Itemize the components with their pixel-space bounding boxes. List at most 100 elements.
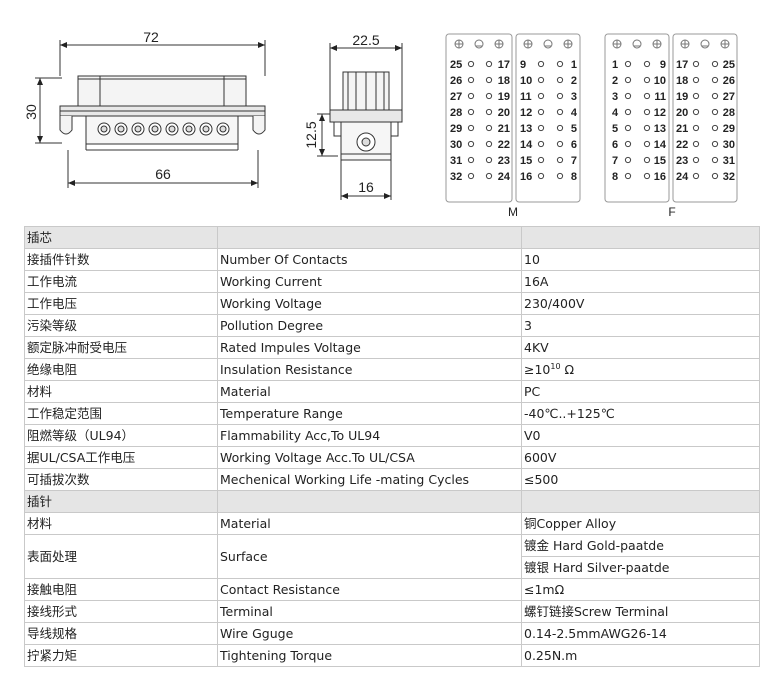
spec-value: 3 [521, 314, 760, 337]
spec-label-en: Insulation Resistance [217, 358, 522, 381]
male-pin-label: 32 [450, 171, 462, 183]
male-pin-label: 27 [450, 91, 462, 103]
spec-label-cn: 接触电阻 [24, 578, 218, 601]
female-pin-marker [711, 172, 719, 180]
male-pin-marker [485, 108, 493, 116]
male-pin-marker [485, 76, 493, 84]
spec-value: -40℃..+125℃ [521, 402, 760, 425]
male-pin-marker [537, 60, 545, 68]
male-pin-layout: 2526272829303132171819202122232491011121… [445, 33, 581, 203]
male-pin-label: 18 [498, 75, 510, 87]
female-pin-marker [624, 108, 632, 116]
female-pin-marker [624, 156, 632, 164]
male-pin-label: 21 [498, 123, 510, 135]
female-pin-marker [624, 60, 632, 68]
male-pin-marker [537, 108, 545, 116]
technical-drawing: 72 30 66 22.5 12.5 16 [0, 0, 773, 226]
spec-value: 0.25N.m [521, 644, 760, 667]
section-title-contact: 插针 [24, 490, 218, 513]
spec-value: ≤500 [521, 468, 760, 491]
female-pin-label: 13 [654, 123, 666, 135]
front-view [35, 40, 266, 188]
spec-label-en: Wire Gguge [217, 622, 522, 645]
male-pin-label: 5 [571, 123, 577, 135]
female-pin-marker [692, 76, 700, 84]
spec-label-en: Tightening Torque [217, 644, 522, 667]
male-pin-marker [467, 60, 475, 68]
spec-label-cn: 绝缘电阻 [24, 358, 218, 381]
spec-label-cn: 材料 [24, 512, 218, 535]
female-pin-marker [643, 140, 651, 148]
female-pin-label: 9 [660, 59, 666, 71]
spec-label-cn: 工作稳定范围 [24, 402, 218, 425]
male-pin-label: 9 [520, 59, 526, 71]
female-pin-label: 29 [723, 123, 735, 135]
female-pin-label: 25 [723, 59, 735, 71]
female-pin-label: 4 [612, 107, 619, 119]
male-pin-marker [556, 92, 564, 100]
spec-label-cn: 接插件针数 [24, 248, 218, 271]
spec-label-cn: 导线规格 [24, 622, 218, 645]
male-pin-marker [537, 156, 545, 164]
spec-value: 10 [521, 248, 760, 271]
female-pin-label: 23 [676, 155, 688, 167]
female-pin-marker [711, 60, 719, 68]
male-pin-label: 10 [520, 75, 532, 87]
female-pin-label: 15 [654, 155, 666, 167]
male-pin-label: 4 [571, 107, 578, 119]
spec-value-unit: Ω [560, 362, 575, 377]
spec-value: 600V [521, 446, 760, 469]
female-pin-label: 30 [723, 139, 735, 151]
male-pin-label: 17 [498, 59, 510, 71]
section-row-insert: 插芯 [24, 226, 760, 249]
female-pin-marker [711, 76, 719, 84]
spec-value: V0 [521, 424, 760, 447]
male-pin-marker [537, 172, 545, 180]
spec-label-cn: 污染等级 [24, 314, 218, 337]
male-pin-marker [467, 172, 475, 180]
female-pin-marker [692, 108, 700, 116]
male-pin-marker [467, 140, 475, 148]
spec-label-en: Material [217, 380, 522, 403]
female-pin-label: 20 [676, 107, 688, 119]
female-pin-marker [692, 172, 700, 180]
male-pin-label: 2 [571, 75, 577, 87]
male-pin-label: 31 [450, 155, 462, 167]
spec-value: ≥1010 Ω [521, 358, 760, 381]
spec-value: ≤1mΩ [521, 578, 760, 601]
female-pin-marker [624, 92, 632, 100]
female-pin-label: 5 [612, 123, 618, 135]
male-pin-label: 12 [520, 107, 532, 119]
male-pin-marker [556, 124, 564, 132]
male-pin-marker [485, 156, 493, 164]
male-pin-label: 1 [571, 59, 577, 71]
male-pin-label: 22 [498, 139, 510, 151]
male-pin-marker [537, 124, 545, 132]
spec-label-en: Working Voltage Acc.To UL/CSA [217, 446, 522, 469]
female-pin-marker [711, 140, 719, 148]
spec-label-en: Rated Impules Voltage [217, 336, 522, 359]
dim-side-height: 12.5 [303, 121, 319, 148]
spec-label-en: Pollution Degree [217, 314, 522, 337]
spec-label-cn: 据UL/CSA工作电压 [24, 446, 218, 469]
male-pin-marker [485, 124, 493, 132]
female-pin-label: 11 [654, 91, 666, 103]
female-pin-marker [643, 172, 651, 180]
female-pin-marker [643, 60, 651, 68]
spec-value-base: ≥10 [524, 362, 551, 377]
spec-label-cn: 材料 [24, 380, 218, 403]
male-pin-label: 15 [520, 155, 532, 167]
spec-label-cn: 接线形式 [24, 600, 218, 623]
male-pin-label: 20 [498, 107, 510, 119]
spec-label-cn: 工作电流 [24, 270, 218, 293]
male-pin-marker [467, 156, 475, 164]
